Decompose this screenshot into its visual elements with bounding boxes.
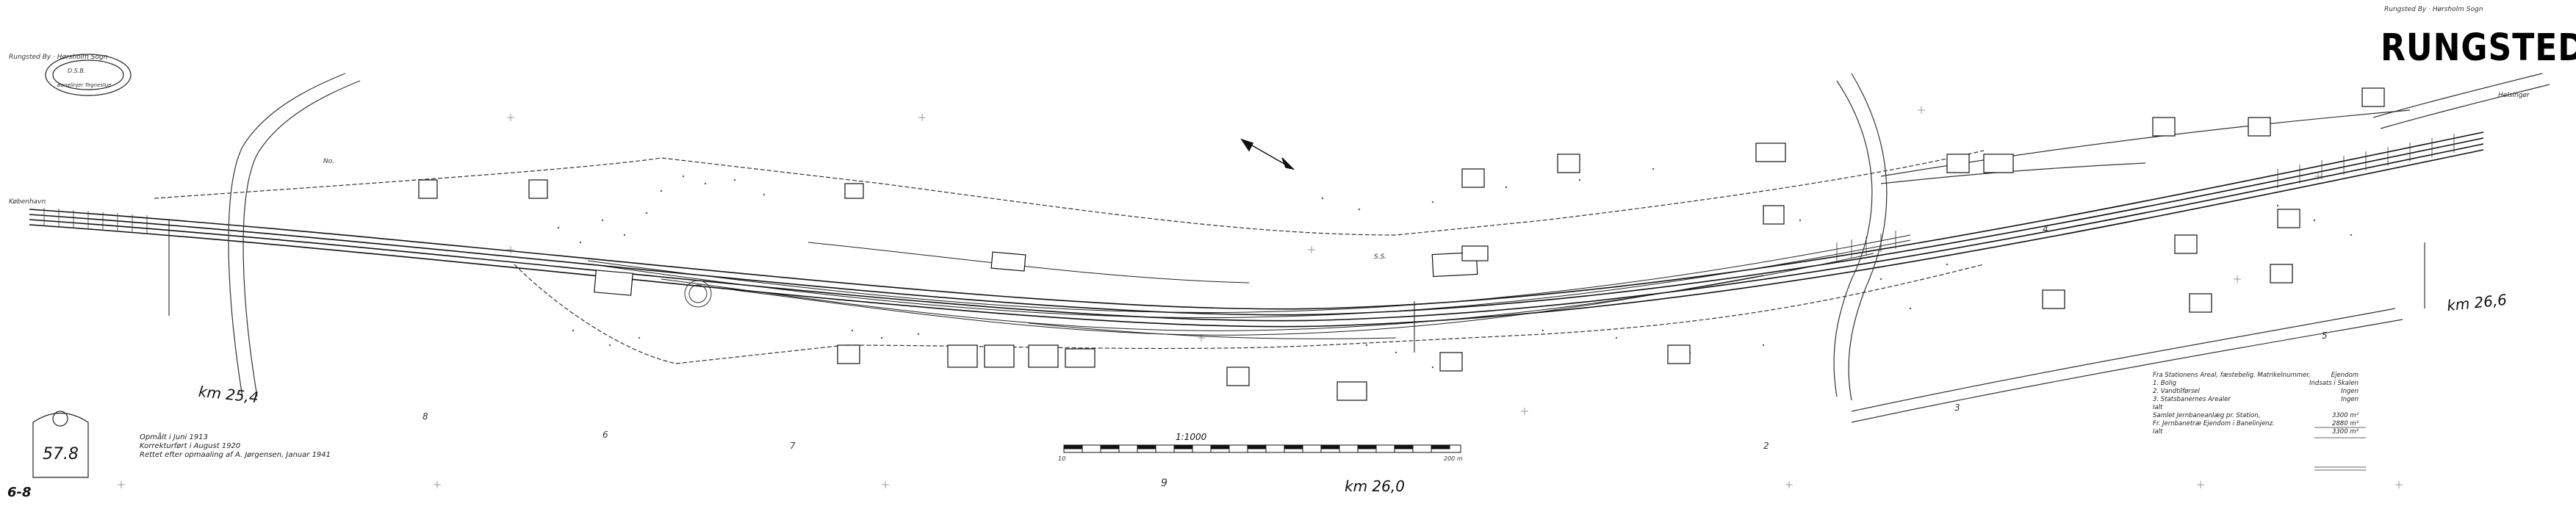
area-legend: Fra Stationens Areal, fæstebelig. Matrik… bbox=[2153, 372, 2359, 436]
note-line-1: Opmålt i Juni 1913 bbox=[140, 433, 208, 441]
subtitle-left: Rungsted By · Hørsholm Sogn bbox=[9, 54, 108, 61]
note-line-2: Korrekturført i August 1920 bbox=[140, 442, 241, 450]
scale-bar bbox=[1063, 444, 1461, 453]
sheet-number: 57.8 bbox=[43, 445, 79, 463]
place-label-ss: S.S. bbox=[1374, 253, 1387, 261]
section-number: 2 bbox=[1763, 441, 1769, 451]
section-number: 8 bbox=[422, 411, 428, 422]
legend-row: Fr. Jernbanetræ Ejendom i Banelinjenz.28… bbox=[2153, 420, 2359, 427]
scale-tick-last: 200 m bbox=[1444, 455, 1463, 462]
sheet-emblem bbox=[32, 411, 89, 478]
section-number: 7 bbox=[790, 441, 796, 451]
place-label-no: No. bbox=[323, 158, 335, 165]
scale-label: 1:1000 bbox=[1176, 432, 1207, 442]
corner-code: 6-8 bbox=[7, 485, 32, 500]
legend-row: Samlet Jernbaneanlæg pr. Station,3300 m² bbox=[2153, 412, 2359, 419]
section-number: 4 bbox=[2043, 224, 2048, 234]
station-title: RUNGSTED bbox=[2381, 26, 2576, 70]
survey-notes: Opmålt i Juni 1913 Korrekturført i Augus… bbox=[140, 433, 331, 460]
section-number: 3 bbox=[1954, 402, 1960, 413]
subtitle-top: Rungsted By · Hørsholm Sogn bbox=[2384, 6, 2483, 13]
km-mark-2: km 26,0 bbox=[1345, 477, 1405, 495]
section-number: 5 bbox=[2322, 331, 2328, 341]
stamp-text-top: D.S.B. bbox=[68, 68, 86, 74]
note-line-3: Rettet efter opmaaling af A. Jørgensen, … bbox=[140, 451, 331, 459]
stamp-seal bbox=[45, 54, 132, 96]
scale-tick-first: 10 bbox=[1058, 455, 1066, 462]
place-label-helsingor: Helsingør bbox=[2498, 92, 2530, 99]
place-label-kobenhavn: København bbox=[9, 198, 46, 206]
section-number: 6 bbox=[602, 430, 608, 440]
stamp-text-bottom: Banelinjer Tegnestue bbox=[57, 82, 112, 88]
section-number: 9 bbox=[1161, 477, 1168, 489]
legend-row: Ialt bbox=[2153, 404, 2163, 411]
legend-row: Fra Stationens Areal, fæstebelig. Matrik… bbox=[2153, 372, 2359, 379]
north-arrow-icon bbox=[1240, 138, 1295, 170]
